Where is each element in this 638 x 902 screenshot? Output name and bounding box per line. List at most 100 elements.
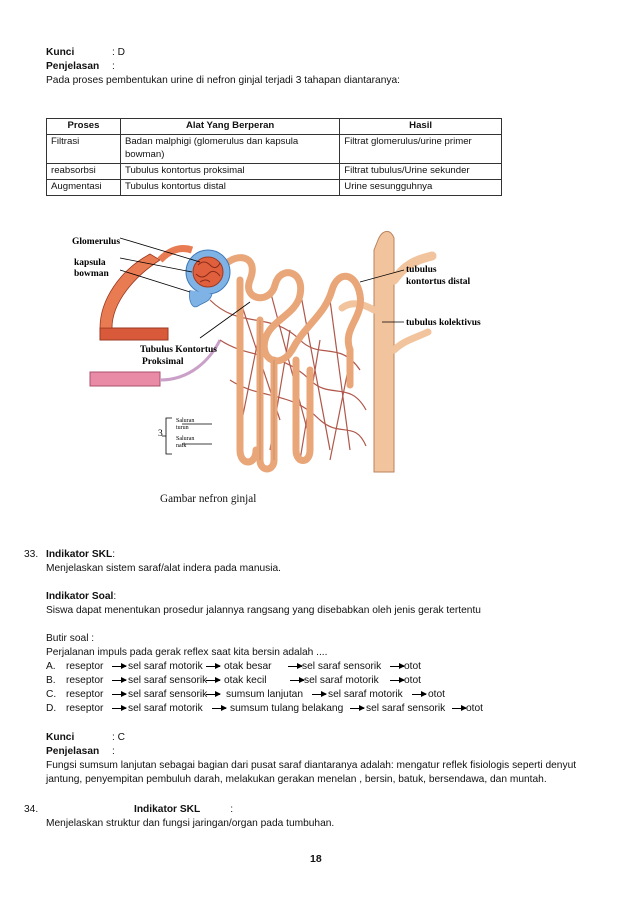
tubule-outline bbox=[259, 320, 275, 460]
tubules bbox=[216, 254, 364, 473]
option-part: sel saraf sensorik bbox=[302, 661, 382, 672]
option-letter: D. bbox=[46, 703, 57, 714]
label-pointers bbox=[119, 237, 405, 339]
indikator-soal-label: Indikator Soal bbox=[46, 591, 114, 602]
arrow-icon bbox=[312, 691, 327, 697]
answer-kunci-row: Kunci : D bbox=[46, 46, 125, 60]
option-letter: A. bbox=[46, 661, 56, 672]
label-kolektivus: tubulus kolektivus bbox=[406, 318, 481, 328]
process-table: Proses Alat Yang Berperan Hasil Filtrasi… bbox=[46, 118, 502, 196]
glomerulus-capsule bbox=[185, 249, 231, 308]
table-cell: Filtrasi bbox=[46, 133, 121, 164]
arrow-icon bbox=[452, 705, 467, 711]
indikator-skl-label: Indikator SKL bbox=[46, 549, 113, 560]
indikator-skl-colon: : bbox=[230, 804, 234, 815]
option-letter: B. bbox=[46, 675, 56, 686]
vein bbox=[89, 339, 222, 387]
table-header: Hasil bbox=[339, 118, 502, 135]
table-row: reabsorbsi Tubulus kontortus proksimal F… bbox=[46, 162, 502, 180]
option-part: sel saraf motorik bbox=[128, 703, 203, 714]
table-cell: Tubulus kontortus proksimal bbox=[119, 162, 341, 180]
kunci-label: Kunci bbox=[46, 732, 75, 743]
table-cell: Filtrat glomerulus/urine primer bbox=[339, 133, 502, 164]
option-part: reseptor bbox=[66, 661, 104, 672]
option-part: reseptor bbox=[66, 675, 104, 686]
table-cell: Filtrat tubulus/Urine sekunder bbox=[339, 162, 502, 180]
arrow-icon bbox=[390, 663, 405, 669]
option-part: sel saraf sensorik bbox=[366, 703, 446, 714]
penjelasan-intro: Pada proses pembentukan urine di nefron … bbox=[46, 75, 400, 86]
kunci-label: Kunci bbox=[46, 47, 75, 58]
penjelasan-text-line2: jantung, penyempitan pembuluh darah, mel… bbox=[46, 774, 547, 785]
option-part: sel saraf sensorik bbox=[128, 675, 208, 686]
option-part: otot bbox=[404, 661, 421, 672]
option-part: sel saraf sensorik bbox=[128, 689, 208, 700]
option-part: otot bbox=[428, 689, 445, 700]
penjelasan-label: Penjelasan bbox=[46, 61, 100, 72]
option-part: sumsum lanjutan bbox=[226, 689, 304, 700]
penjelasan-text-line1: Fungsi sumsum lanjutan sebagai bagian da… bbox=[46, 760, 577, 771]
indikator-skl-colon: : bbox=[112, 549, 116, 560]
label-three: 3 bbox=[158, 429, 163, 439]
arrow-icon bbox=[212, 705, 227, 711]
loop-bracket bbox=[162, 417, 212, 455]
arrow-icon bbox=[112, 677, 127, 683]
question-text: Perjalanan impuls pada gerak reflex saat… bbox=[46, 647, 328, 658]
indikator-skl-heading: Indikator SKL: bbox=[46, 548, 115, 562]
option-part: otot bbox=[404, 675, 421, 686]
arrow-icon bbox=[112, 663, 127, 669]
arrow-icon bbox=[288, 663, 303, 669]
label-tubulus-distal-2: kontortus distal bbox=[406, 277, 470, 287]
table-cell: Badan malphigi (glomerulus dan kapsula b… bbox=[119, 133, 341, 164]
artery bbox=[99, 244, 194, 341]
indikator-skl-label: Indikator SKL bbox=[134, 804, 201, 815]
table-row: Augmentasi Tubulus kontortus distal Urin… bbox=[46, 178, 502, 196]
arrow-icon bbox=[290, 677, 305, 683]
label-tubulus-proksimal-2: Proksimal bbox=[142, 357, 184, 367]
arrow-icon bbox=[390, 677, 405, 683]
arrow-icon bbox=[412, 691, 427, 697]
table-cell: Urine sesungguhnya bbox=[339, 178, 502, 196]
q33-penjelasan-row: Penjelasan: bbox=[46, 745, 115, 759]
option-part: otot bbox=[466, 703, 483, 714]
diagram-caption: Gambar nefron ginjal bbox=[160, 493, 257, 505]
option-part: sel saraf motorik bbox=[304, 675, 379, 686]
indikator-soal-colon: : bbox=[113, 591, 117, 602]
indikator-skl-text: Menjelaskan sistem saraf/alat indera pad… bbox=[46, 563, 282, 574]
label-saluran-naik-2: naik bbox=[176, 443, 186, 449]
penjelasan-label: Penjelasan bbox=[46, 746, 100, 757]
arrow-icon bbox=[350, 705, 365, 711]
label-saluran-turun-2: turun bbox=[176, 425, 189, 431]
table-row: Filtrasi Badan malphigi (glomerulus dan … bbox=[46, 133, 502, 164]
q34-indikator-skl-text: Menjelaskan struktur dan fungsi jaringan… bbox=[46, 818, 335, 829]
label-tubulus-distal-1: tubulus bbox=[406, 265, 437, 275]
q34-indikator-skl-heading: Indikator SKL: bbox=[134, 803, 233, 817]
label-glomerulus: Glomerulus bbox=[72, 237, 120, 247]
butir-soal-label: Butir soal : bbox=[46, 633, 95, 644]
table-header: Proses bbox=[46, 118, 121, 135]
option-letter: C. bbox=[46, 689, 57, 700]
option-part: sel saraf motorik bbox=[128, 661, 203, 672]
page-number: 18 bbox=[310, 853, 322, 865]
indikator-soal-text: Siswa dapat menentukan prosedur jalannya… bbox=[46, 605, 481, 616]
label-kapsula: kapsula bbox=[74, 258, 106, 268]
arrow-icon bbox=[206, 677, 221, 683]
option-part: reseptor bbox=[66, 703, 104, 714]
option-part: otak kecil bbox=[224, 675, 267, 686]
option-part: otak besar bbox=[224, 661, 272, 672]
table-header-row: Proses Alat Yang Berperan Hasil bbox=[46, 118, 502, 135]
arrow-icon bbox=[112, 705, 127, 711]
option-part: sel saraf motorik bbox=[328, 689, 403, 700]
table-cell: Tubulus kontortus distal bbox=[119, 178, 341, 196]
label-bowman: bowman bbox=[74, 269, 110, 279]
label-tubulus-proksimal-1: Tubulus Kontortus bbox=[140, 345, 217, 355]
nephron-illustration: Glomerulus kapsula bowman Tubulus Kontor… bbox=[72, 231, 481, 473]
label-saluran-turun-1: Saluran bbox=[176, 418, 194, 424]
nephron-diagram: Glomerulus kapsula bowman Tubulus Kontor… bbox=[60, 210, 510, 480]
kunci-value: : D bbox=[112, 47, 126, 58]
option-part: reseptor bbox=[66, 689, 104, 700]
arrow-icon bbox=[112, 691, 127, 697]
option-part: sumsum tulang belakang bbox=[230, 703, 344, 714]
collecting-duct bbox=[338, 231, 437, 473]
penjelasan-colon: : bbox=[112, 746, 115, 757]
